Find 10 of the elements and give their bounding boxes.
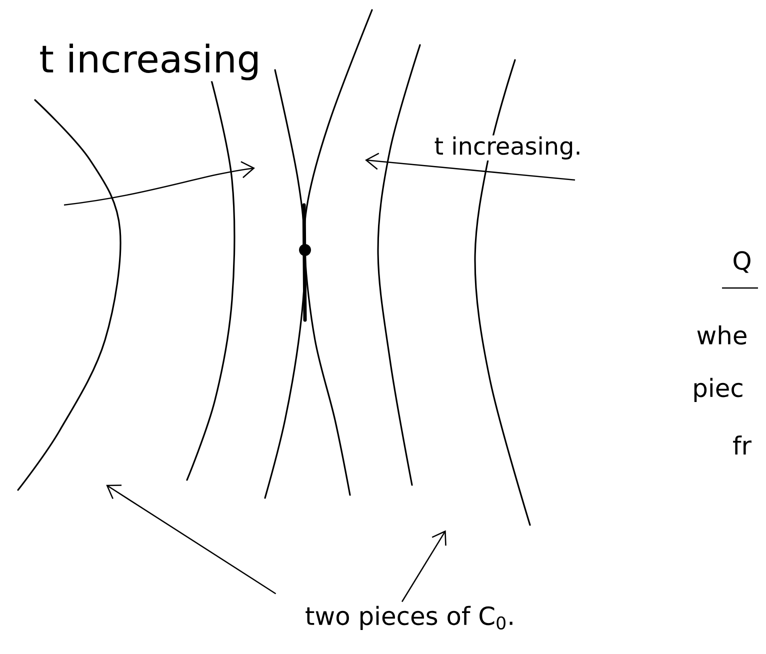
annotation-text: two pieces of C$_{0}$. <box>306 606 512 630</box>
annotation-text: t increasing <box>38 42 262 82</box>
annotation-text: t increasing. <box>433 135 583 161</box>
leader-arrow <box>106 484 276 594</box>
annotation-text: piec <box>691 376 745 404</box>
annotation-text: Q <box>731 250 753 274</box>
annotation-text: fr <box>732 434 752 456</box>
leader-arrow <box>401 530 446 602</box>
curve <box>17 99 122 491</box>
annotation-text: whe <box>695 324 749 346</box>
